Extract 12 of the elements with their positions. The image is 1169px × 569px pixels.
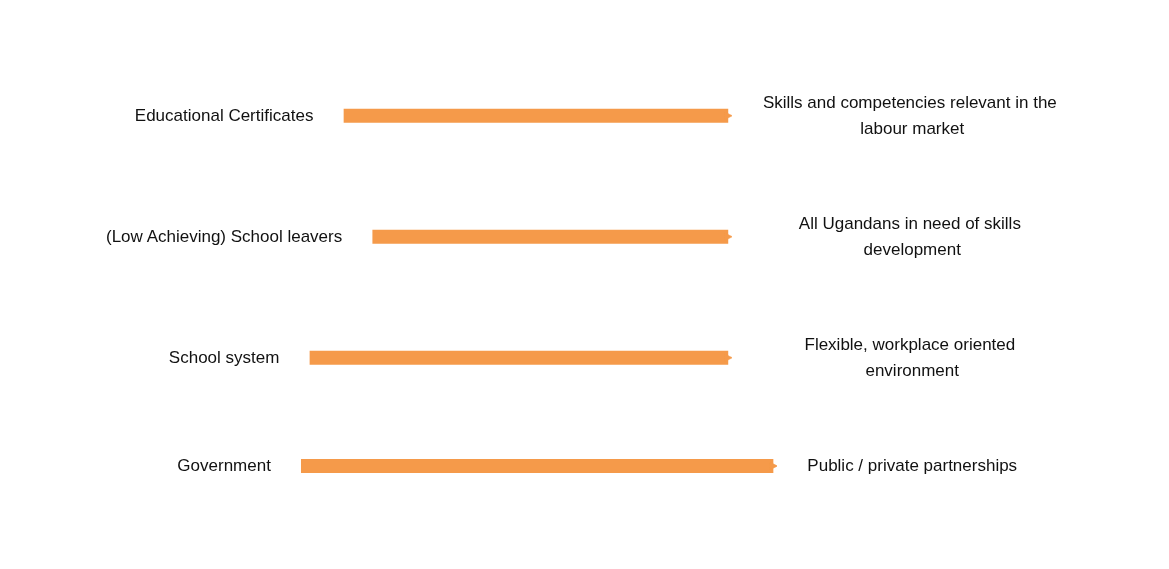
node-text: School system [169,348,280,367]
node-text: (Low Achieving) School leavers [106,227,343,246]
arrow [301,459,779,473]
arrow [343,108,733,123]
node-text: Public / private partnerships [807,456,1018,476]
node-text: Government [177,456,272,476]
arrow [309,350,733,365]
node-text: Flexible, workplace oriented environment [804,335,1016,380]
node-text: Educational Certificates [135,106,314,125]
node-text: Skills and competencies relevant in the labour market [763,93,1058,138]
node-text: All Ugandans in need of skills development [799,214,1022,259]
arrow [372,229,733,244]
